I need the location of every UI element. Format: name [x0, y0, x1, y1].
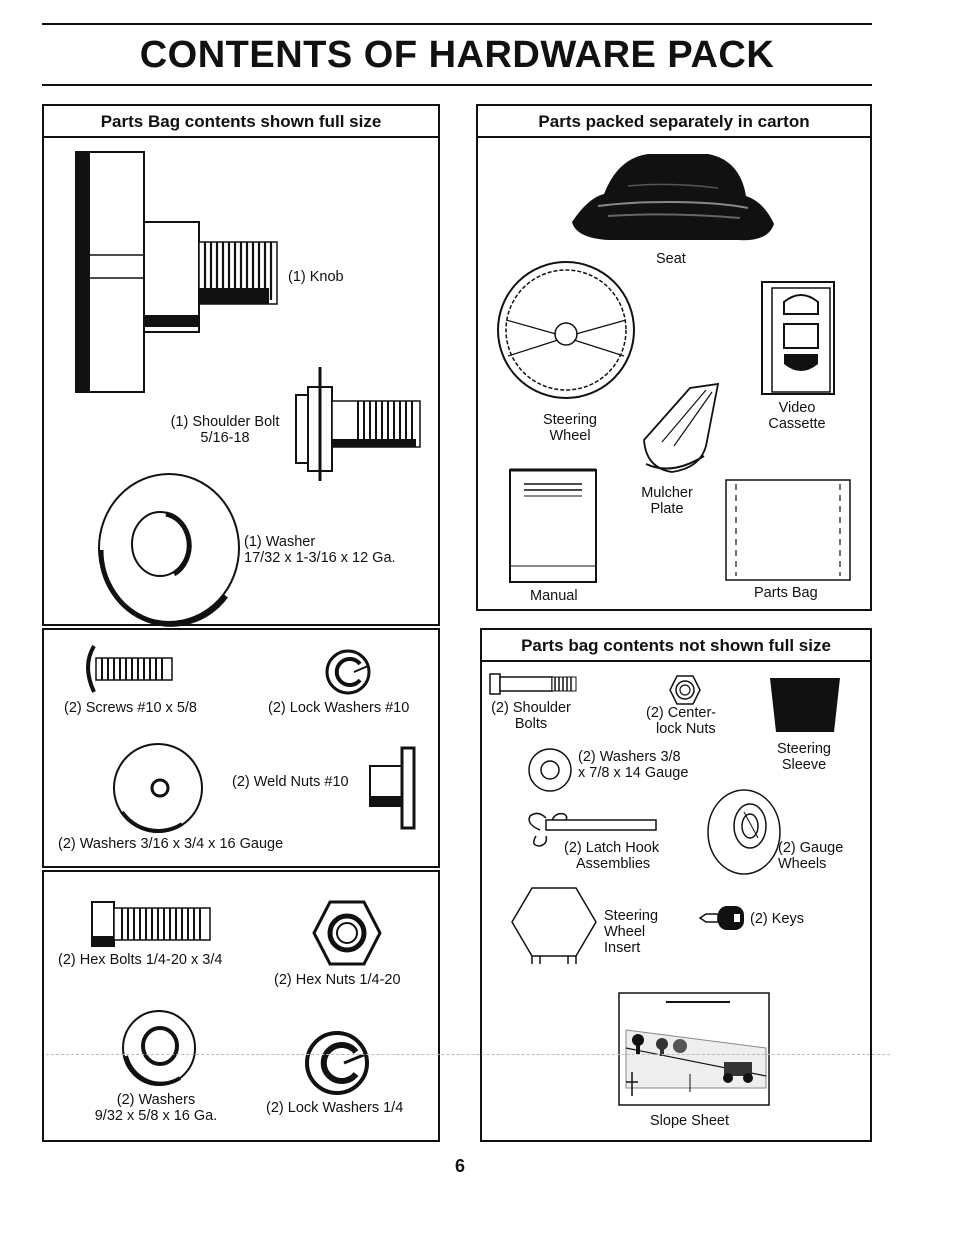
scan-dotted-line [46, 1054, 890, 1055]
shoulder-bolt-size: 5/16-18 [200, 430, 250, 446]
flat-washer-illustration [122, 1010, 196, 1086]
steering-insert-line2: Wheel [604, 924, 646, 940]
panel-carton-heading: Parts packed separately in carton [478, 106, 870, 138]
mulcher-plate-illustration [643, 382, 720, 473]
shoulder-bolt-name: (1) Shoulder Bolt [170, 414, 280, 430]
lock-washer-quarter-illustration [305, 1031, 369, 1095]
shoulder-bolts-illustration [489, 673, 577, 695]
video-cassette-illustration [761, 281, 835, 395]
steering-wheel-line2: Wheel [549, 428, 591, 444]
hex-bolt-illustration [91, 901, 211, 947]
panel-small-parts-2 [42, 870, 440, 1142]
large-washer-illustration [98, 473, 240, 627]
weld-nuts-label: (2) Weld Nuts #10 [232, 774, 349, 790]
steering-insert-line3: Insert [604, 940, 641, 956]
panel-small-parts-1 [42, 628, 440, 868]
centerlock-nut-illustration [669, 675, 701, 705]
lock-washers-quarter-label: (2) Lock Washers 1/4 [266, 1100, 404, 1116]
centerlock-nuts-line2: lock Nuts [656, 721, 716, 737]
top-rule [42, 23, 872, 25]
steering-wheel-line1: Steering [542, 412, 597, 428]
washers-3-8-line1: (2) Washers 3/8 [578, 749, 681, 765]
manual-label: Manual [530, 588, 578, 604]
screws-label: (2) Screws #10 x 5/8 [64, 700, 197, 716]
panel-carton: Parts packed separately in carton [476, 104, 872, 611]
lock-washers-10-label: (2) Lock Washers #10 [268, 700, 410, 716]
steering-wheel-label: Steering Wheel [534, 412, 606, 444]
shoulder-bolt-illustration [295, 367, 421, 481]
hex-nut-illustration [312, 900, 382, 966]
steering-wheel-illustration [497, 261, 635, 399]
steering-insert-label: Steering Wheel Insert [604, 908, 658, 956]
seat-label: Seat [656, 251, 686, 267]
manual-illustration [509, 468, 597, 583]
hex-nuts-label: (2) Hex Nuts 1/4-20 [274, 972, 401, 988]
flat-washers-label: (2) Washers 9/32 x 5/8 x 16 Ga. [76, 1092, 236, 1124]
page-number: 6 [454, 1156, 465, 1176]
steering-sleeve-line1: Steering [776, 741, 831, 757]
small-washers-label: (2) Washers 3/16 x 3/4 x 16 Gauge [58, 836, 284, 852]
seat-illustration [572, 154, 774, 241]
parts-bag-illustration [725, 479, 851, 581]
shoulder-bolts-line1: (2) Shoulder [491, 700, 571, 716]
gauge-wheels-line2: Wheels [778, 856, 827, 872]
mulcher-plate-label: Mulcher Plate [630, 485, 704, 517]
mulcher-plate-line1: Mulcher [641, 485, 693, 501]
page-title: CONTENTS OF HARDWARE PACK [139, 34, 775, 76]
gauge-wheels-line1: (2) Gauge [778, 840, 844, 856]
key-icon [698, 906, 744, 930]
steering-sleeve-label: Steering Sleeve [766, 741, 842, 773]
mulcher-plate-line2: Plate [650, 501, 684, 517]
shoulder-bolts-line2: Bolts [514, 716, 548, 732]
panel-full-size: Parts Bag contents shown full size [42, 104, 440, 626]
steering-sleeve-illustration [770, 678, 840, 732]
centerlock-nuts-label: (2) Center- lock Nuts [646, 705, 716, 737]
flat-washers-size: 9/32 x 5/8 x 16 Ga. [94, 1108, 218, 1124]
keys-label: (2) Keys [750, 911, 804, 927]
large-washer-label: (1) Washer 17/32 x 1-3/16 x 12 Ga. [244, 534, 396, 566]
hex-bolts-label: (2) Hex Bolts 1/4-20 x 3/4 [58, 952, 223, 968]
gauge-wheel-illustration [707, 789, 781, 875]
flat-washers-name: (2) Washers [116, 1092, 196, 1108]
steering-insert-line1: Steering [604, 908, 659, 924]
latch-hook-label: (2) Latch Hook Assemblies [564, 840, 659, 872]
centerlock-nuts-line1: (2) Center- [646, 705, 717, 721]
latch-hook-illustration [528, 812, 657, 847]
panel-not-full-size: Parts bag contents not shown full size [480, 628, 872, 1142]
slope-sheet-illustration [618, 992, 770, 1106]
shoulder-bolts-label: (2) Shoulder Bolts [484, 700, 578, 732]
washer-3-8-illustration [528, 748, 572, 792]
video-cassette-line1: Video [778, 400, 816, 416]
knob-illustration [75, 151, 278, 393]
gauge-wheels-label: (2) Gauge Wheels [778, 840, 843, 872]
washers-3-8-label: (2) Washers 3/8 x 7/8 x 14 Gauge [578, 749, 688, 781]
lock-washer-10-illustration [325, 649, 371, 695]
steering-wheel-insert-illustration [511, 887, 597, 964]
slope-sheet-label: Slope Sheet [650, 1113, 730, 1129]
parts-bag-label: Parts Bag [754, 585, 818, 601]
large-washer-size: 17/32 x 1-3/16 x 12 Ga. [244, 550, 396, 566]
title-rule [42, 84, 872, 86]
small-washer-illustration [113, 743, 203, 833]
weld-nut-illustration [369, 746, 416, 830]
screw-illustration [86, 644, 173, 693]
knob-label: (1) Knob [288, 269, 344, 285]
latch-hook-line2: Assemblies [576, 856, 651, 872]
latch-hook-line1: (2) Latch Hook [564, 840, 660, 856]
shoulder-bolt-label: (1) Shoulder Bolt 5/16-18 [160, 414, 290, 446]
panel-not-full-size-heading: Parts bag contents not shown full size [482, 630, 870, 662]
video-cassette-label: Video Cassette [756, 400, 838, 432]
large-washer-name: (1) Washer [244, 534, 316, 550]
panel-full-size-heading: Parts Bag contents shown full size [44, 106, 438, 138]
video-cassette-line2: Cassette [768, 416, 826, 432]
steering-sleeve-line2: Sleeve [781, 757, 827, 773]
washers-3-8-line2: x 7/8 x 14 Gauge [578, 765, 689, 781]
